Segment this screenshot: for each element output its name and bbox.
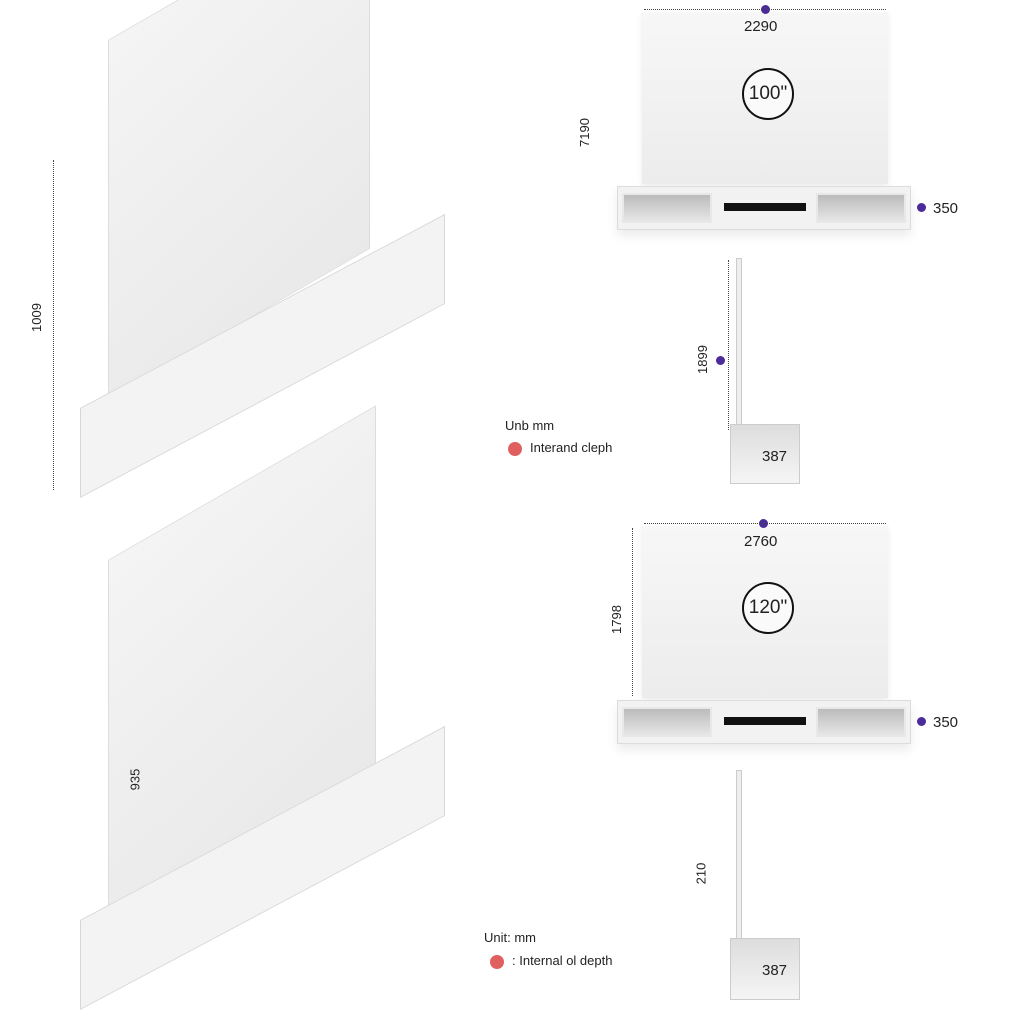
- side-height-label: 1899: [694, 345, 710, 374]
- front-width-label: 2760: [744, 533, 778, 550]
- cabinet-compartment: [622, 193, 712, 223]
- legend-item: : Internal ol depth: [490, 953, 612, 969]
- side-height-line: [728, 260, 729, 430]
- screen-size-badge: 100": [742, 68, 794, 120]
- legend-unit: Unit: mm: [484, 930, 536, 945]
- iso-height-label: 1009: [28, 303, 44, 332]
- front-height-label: 7190: [576, 118, 592, 147]
- legend-item-label: Interand cleph: [530, 440, 613, 455]
- iso-height-line: [53, 160, 54, 490]
- cabinet-height-label: 350: [933, 200, 959, 217]
- screen-slot: [724, 203, 806, 211]
- cabinet-compartment: [816, 193, 906, 223]
- cabinet-height-dot: [917, 203, 926, 212]
- iso-height-label: 935: [127, 768, 143, 791]
- legend-unit: Unb mm: [505, 418, 555, 433]
- side-cabinet: [730, 424, 800, 484]
- side-pole: [736, 258, 742, 428]
- front-cabinet: [617, 700, 911, 744]
- side-depth-label: 387: [762, 962, 788, 979]
- side-height-dot: [716, 356, 725, 365]
- screen-slot: [724, 717, 806, 725]
- screen-size-badge: 120": [742, 582, 794, 634]
- side-pole: [736, 770, 742, 940]
- side-depth-label: 387: [762, 448, 788, 465]
- front-width-label: 2290: [744, 18, 778, 35]
- front-cabinet: [617, 186, 911, 230]
- front-width-line: [644, 9, 886, 10]
- legend-dot-icon: [508, 441, 522, 456]
- legend-dot-icon: [490, 954, 504, 969]
- cabinet-compartment: [816, 707, 906, 737]
- side-cabinet: [730, 938, 800, 1000]
- cabinet-height-dot: [917, 717, 926, 726]
- front-height-line: [632, 528, 633, 696]
- front-width-line: [644, 523, 886, 524]
- cabinet-height-label: 350: [933, 714, 959, 731]
- front-height-label: 1798: [608, 605, 624, 634]
- cabinet-compartment: [622, 707, 712, 737]
- legend-item: Interand cleph: [508, 440, 612, 456]
- side-height-label: 210: [693, 862, 709, 885]
- legend-item-label: : Internal ol depth: [512, 953, 613, 968]
